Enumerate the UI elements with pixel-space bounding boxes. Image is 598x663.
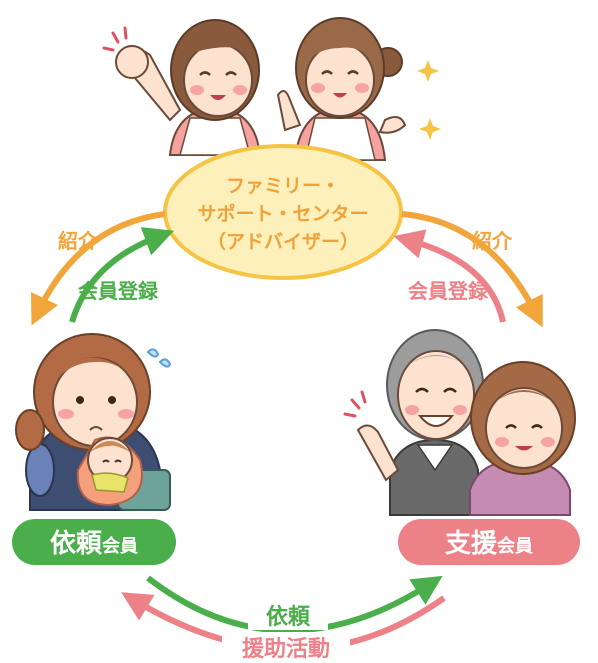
advisor-left — [115, 19, 262, 156]
sparkle-icon — [417, 60, 441, 140]
right-register-arrow — [393, 229, 506, 323]
right-intro-arrow — [401, 211, 543, 328]
bottom-flow: 依頼 援助活動 — [121, 575, 446, 662]
requester-badge-suffix: 会員 — [102, 535, 138, 557]
svg-text:依頼会員: 依頼会員 — [50, 529, 138, 559]
advisor-right — [276, 17, 407, 161]
right-intro-label: 紹介 — [472, 229, 513, 253]
left-intro-arrow — [31, 211, 166, 326]
supporter-badge-main: 支援 — [445, 529, 498, 559]
requester-illustration — [15, 333, 172, 511]
excitement-lines-icon — [102, 26, 128, 52]
requester-badge-main: 依頼 — [50, 529, 103, 559]
supporter-illustration — [343, 329, 576, 516]
advisor-center-node: ファミリー・ サポート・センター （アドバイザー） — [163, 144, 403, 280]
right-flow: 紹介 会員登録 — [393, 211, 543, 328]
requester-badge: 依頼会員 — [12, 519, 176, 565]
excitement-lines-icon — [343, 390, 367, 418]
support-label: 援助活動 — [242, 637, 330, 662]
sweat-icon — [146, 348, 172, 368]
right-register-label: 会員登録 — [408, 279, 489, 303]
supporter-badge-suffix: 会員 — [497, 535, 533, 557]
left-intro-label: 紹介 — [58, 229, 99, 253]
request-label: 依頼 — [266, 604, 311, 630]
advisors-illustration — [102, 17, 441, 161]
left-register-label: 会員登録 — [78, 279, 159, 303]
left-flow: 紹介 会員登録 — [31, 211, 175, 326]
center-line-1: ファミリー・ — [226, 175, 340, 197]
supporter-badge: 支援会員 — [398, 519, 580, 565]
request-arrow — [146, 575, 443, 634]
left-register-arrow — [69, 227, 175, 323]
svg-text:支援会員: 支援会員 — [445, 529, 533, 559]
center-line-3: （アドバイザー） — [207, 230, 359, 253]
center-line-2: サポート・センター — [197, 202, 368, 225]
